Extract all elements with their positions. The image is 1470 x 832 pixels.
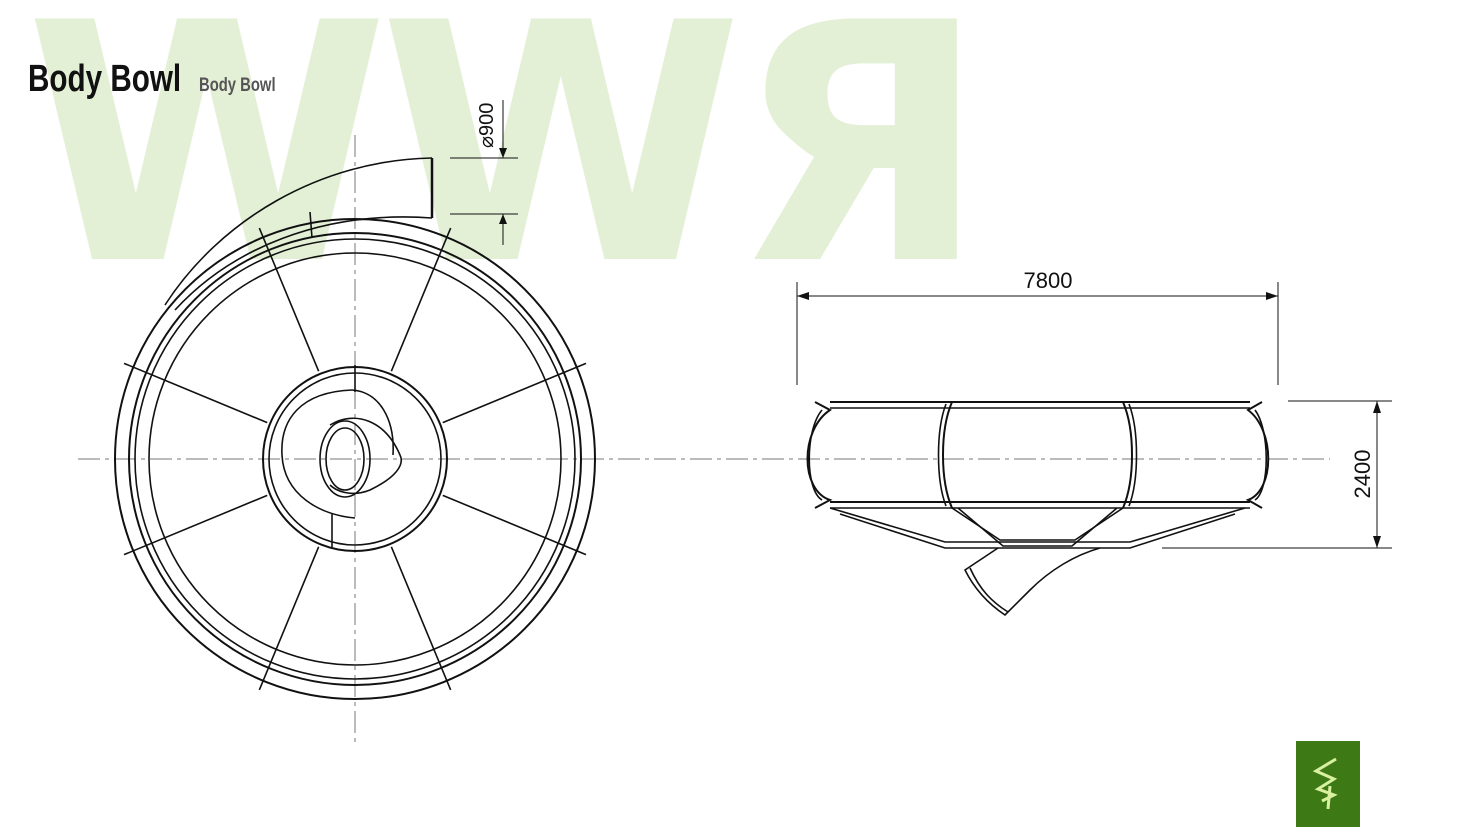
spoke-line <box>258 546 320 691</box>
title-main: Body Bowl <box>28 58 182 100</box>
spoke-line <box>442 494 587 556</box>
spoke-line <box>258 227 320 372</box>
company-logo <box>1296 741 1360 827</box>
diameter-label: ⌀900 <box>476 103 498 148</box>
title-subtitle: Body Bowl <box>199 75 276 96</box>
spoke-line <box>123 362 268 424</box>
spokes <box>123 227 587 691</box>
width-label: 7800 <box>1024 268 1073 293</box>
spoke-line <box>123 494 268 556</box>
top-view: ⌀900 <box>78 100 1330 745</box>
spoke-line <box>390 546 452 691</box>
side-view: 7800 2400 <box>796 268 1392 617</box>
company-logo-icon <box>1312 757 1338 810</box>
watermark-logo: WWЯ <box>25 0 987 337</box>
spiral-tube <box>164 157 433 306</box>
page-title: Body Bowl Body Bowl <box>28 58 298 101</box>
spoke-line <box>390 227 452 372</box>
outer-rim <box>114 218 596 700</box>
height-label: 2400 <box>1350 450 1375 499</box>
spoke-line <box>442 362 587 424</box>
